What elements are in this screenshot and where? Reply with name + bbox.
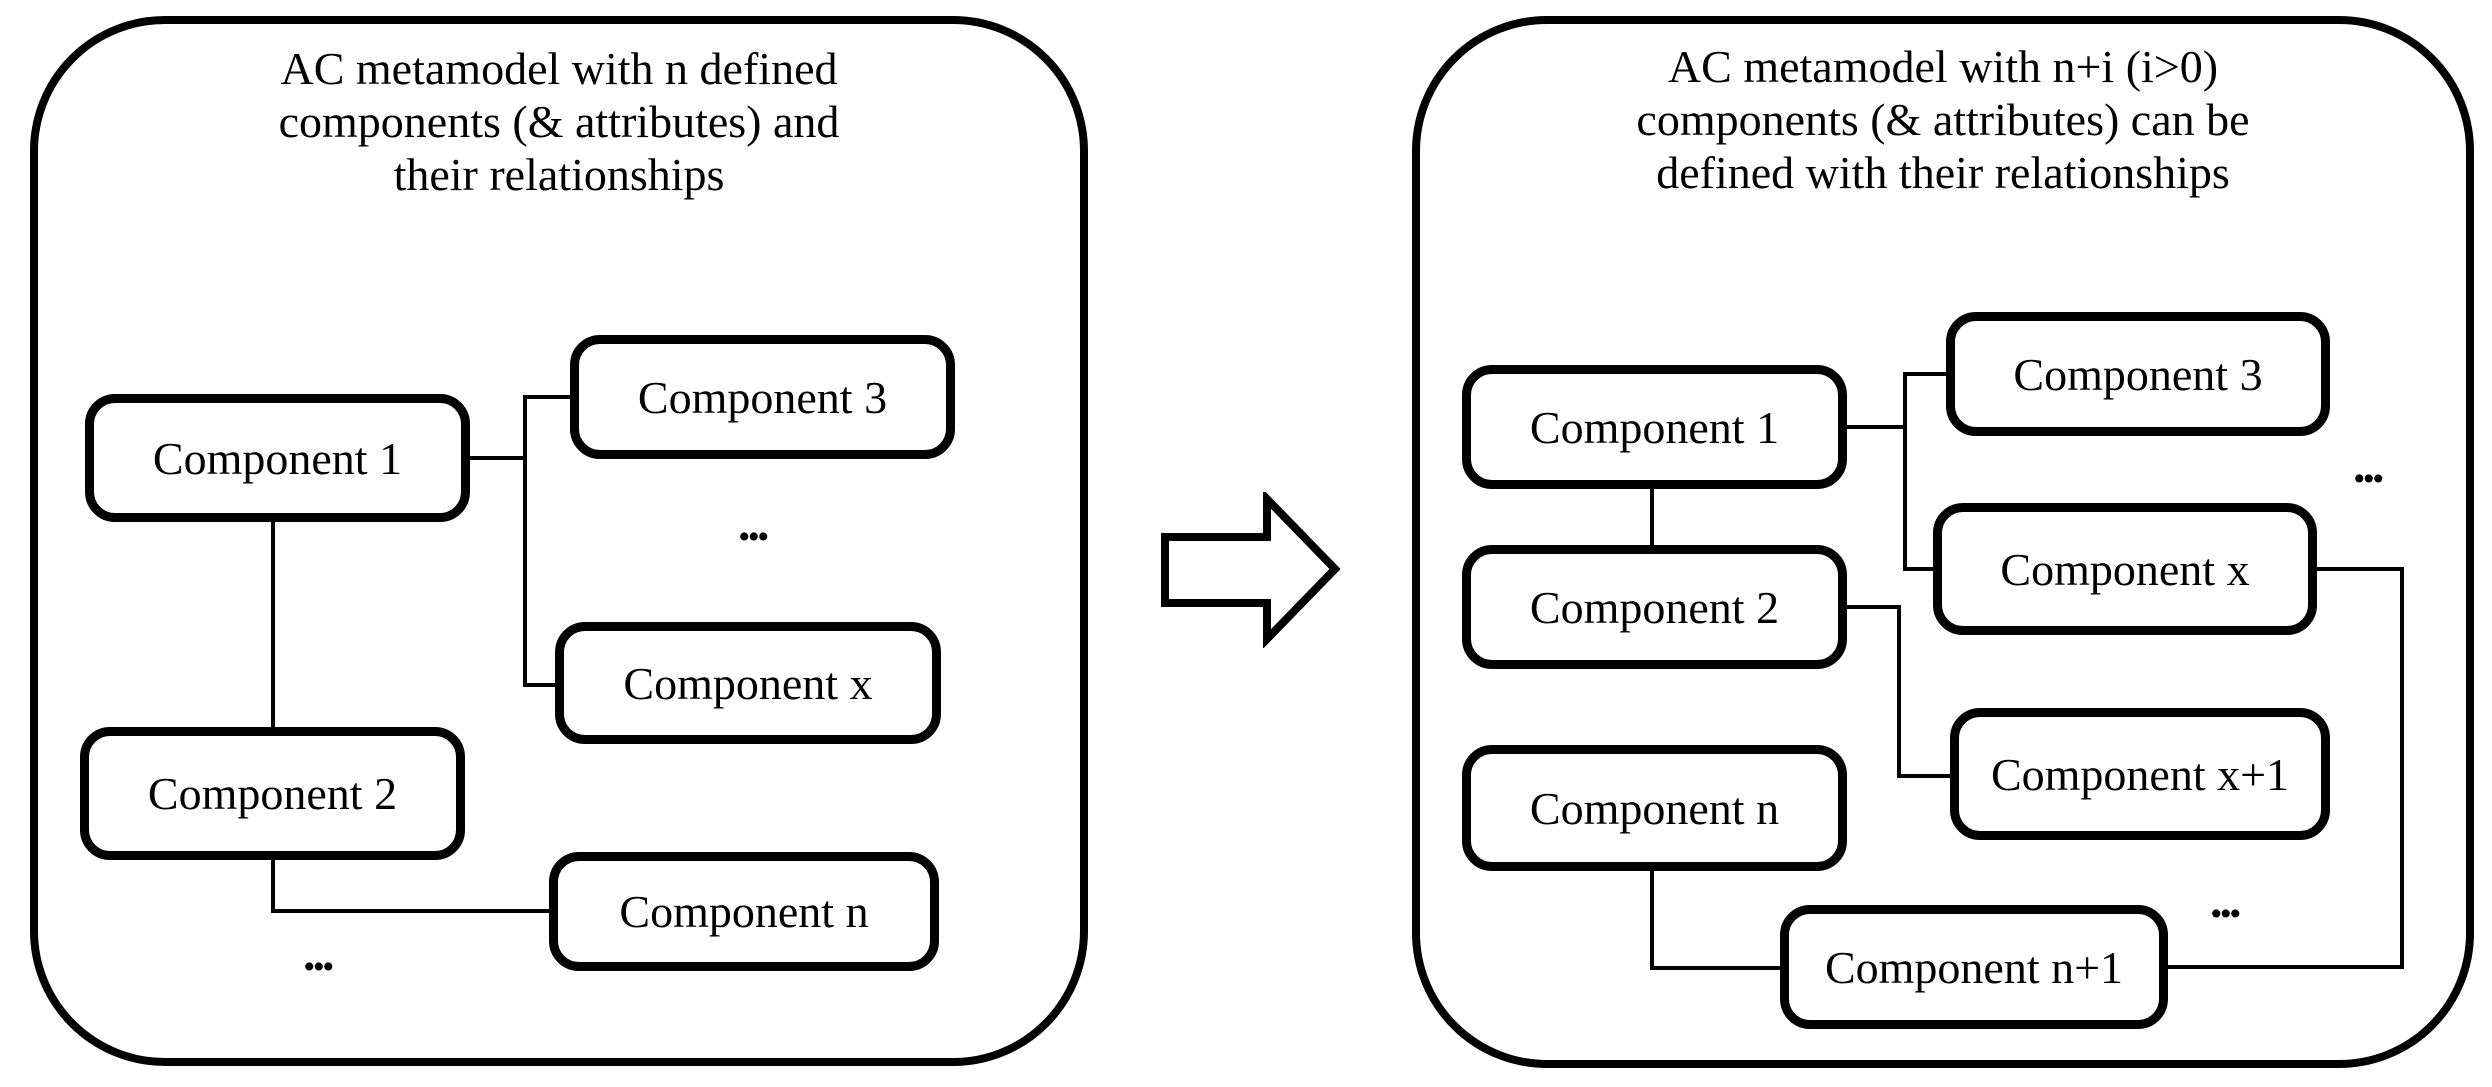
right-connector-cn1-out <box>2168 965 2404 969</box>
right-connector-c2-out <box>1847 605 1901 609</box>
right-connector-cn-cn1 <box>1650 966 1780 970</box>
left-connector-c1-c2 <box>271 522 275 727</box>
right-junction-vertical <box>1903 372 1907 571</box>
right-ellipsis-mid: ... <box>2353 437 2384 493</box>
left-junction-vertical <box>523 395 527 687</box>
left-ellipsis-bottom: ... <box>303 925 334 981</box>
left-ellipsis-mid: ... <box>738 495 769 551</box>
right-box-component-3: Component 3 <box>1946 312 2330 436</box>
left-box-component-x: Component x <box>555 622 941 744</box>
right-connector-junction-c3 <box>1903 372 1946 376</box>
right-box-component-x: Component x <box>1933 503 2317 635</box>
left-box-component-1: Component 1 <box>85 394 470 522</box>
left-title-line-1: AC metamodel with n defined <box>280 43 838 94</box>
left-connector-c2-down <box>271 860 275 913</box>
right-connector-junction-cx <box>1903 567 1933 571</box>
left-connector-c1-junction <box>470 456 527 460</box>
right-title-line-1: AC metamodel with n+i (i>0) <box>1667 41 2219 92</box>
right-connector-c2-down <box>1897 605 1901 778</box>
right-box-component-x-plus-1: Component x+1 <box>1950 708 2330 840</box>
right-connector-cx-out <box>2317 567 2404 571</box>
right-title-line-2: components (& attributes) can be <box>1636 94 2250 145</box>
left-connector-junction-cx <box>523 683 555 687</box>
right-ellipsis-bottom: ... <box>2210 872 2241 928</box>
left-connector-c2-cn <box>271 909 549 913</box>
left-box-component-n: Component n <box>549 852 939 971</box>
left-title-line-3: their relationships <box>393 149 725 200</box>
right-connector-c1-c2 <box>1650 489 1654 545</box>
left-connector-junction-c3 <box>523 395 570 399</box>
right-title-line-3: defined with their relationships <box>1656 147 2230 198</box>
left-panel-title: AC metamodel with n defined components (… <box>30 42 1088 201</box>
right-connector-cx-cn1-vertical <box>2400 567 2404 969</box>
left-box-component-2: Component 2 <box>80 727 465 860</box>
right-connector-c1-junction <box>1847 425 1907 429</box>
right-connector-cn-down <box>1650 871 1654 970</box>
right-box-component-n-plus-1: Component n+1 <box>1780 905 2168 1029</box>
right-box-component-1: Component 1 <box>1462 365 1847 489</box>
left-box-component-3: Component 3 <box>570 335 955 459</box>
left-title-line-2: components (& attributes) and <box>278 96 840 147</box>
transformation-arrow-icon <box>1161 492 1341 648</box>
right-box-component-n: Component n <box>1462 745 1847 871</box>
right-connector-to-cx1 <box>1897 774 1950 778</box>
right-box-component-2: Component 2 <box>1462 545 1847 669</box>
right-panel-title: AC metamodel with n+i (i>0) components (… <box>1412 40 2474 199</box>
